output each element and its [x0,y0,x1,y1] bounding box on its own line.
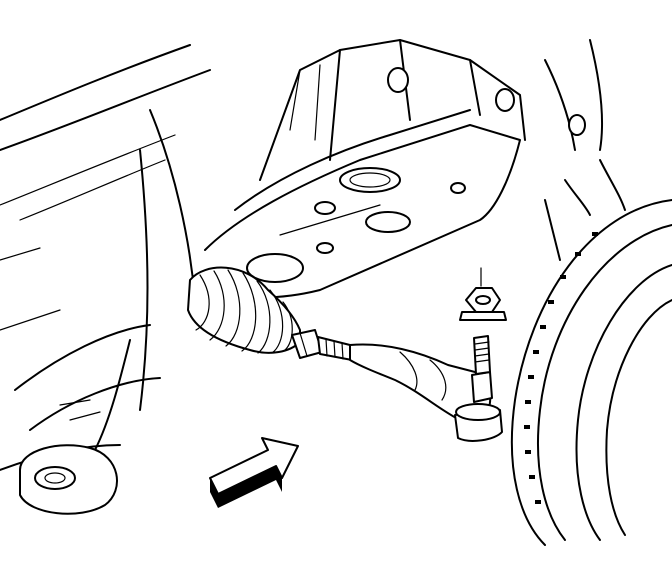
frame-crossmember [204,39,603,299]
tie-rod-end-nut [459,267,507,321]
front-direction-arrow [209,437,299,508]
brake-rotor [510,159,672,546]
tie-rod-stud [473,335,491,375]
inner-tie-rod [291,329,353,361]
lower-mount-boss [19,444,118,515]
vehicle-body-panel [0,44,211,471]
outer-tie-rod-end [349,343,503,442]
rotor-vents [524,232,598,504]
steering-gear-boot [187,266,301,354]
